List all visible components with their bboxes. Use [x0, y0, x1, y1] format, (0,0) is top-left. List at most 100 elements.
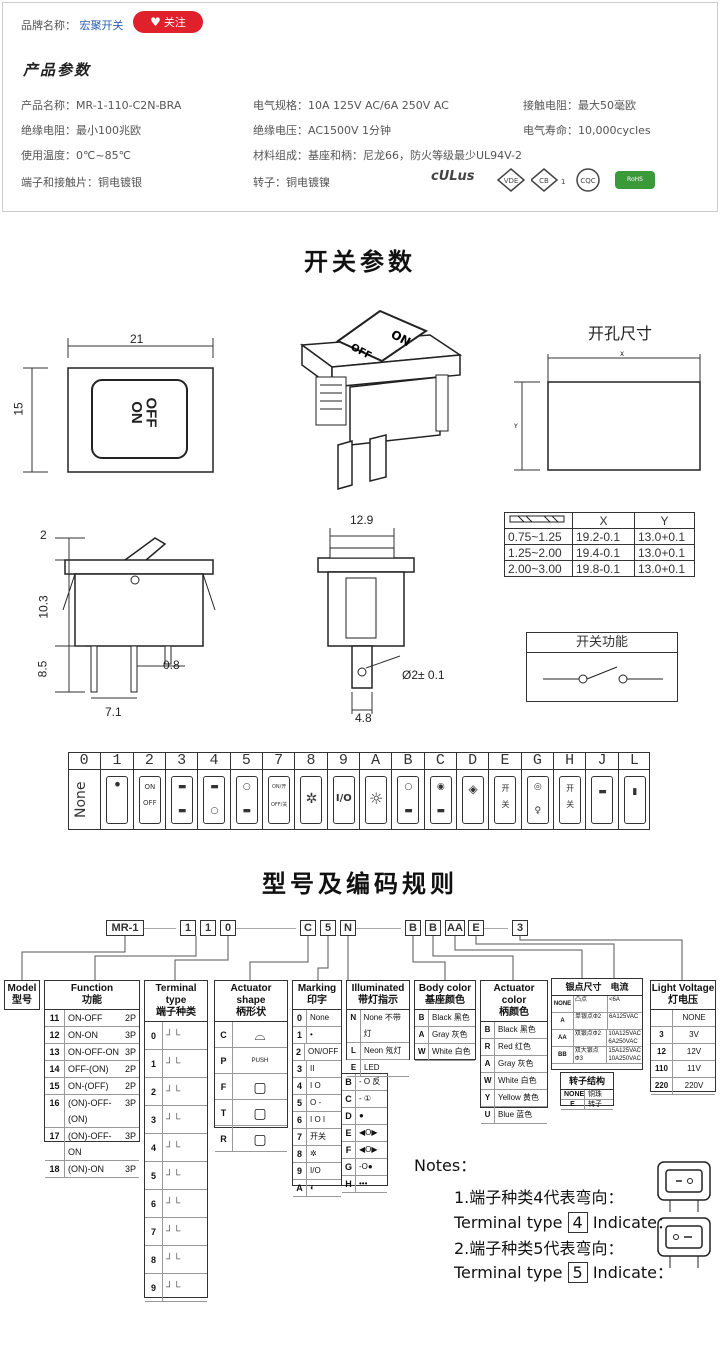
light-row: NONE: [651, 1010, 715, 1027]
marking-row: C- ①: [342, 1091, 387, 1108]
actuator-row: T▢: [215, 1100, 287, 1126]
dim-4-8: 4.8: [355, 711, 372, 725]
marking-symbol: I O: [310, 1081, 321, 1090]
marking-code-symbol: ◉ ▬: [429, 776, 452, 824]
contact-code: BB: [552, 1047, 574, 1063]
marking-code: A: [293, 1180, 307, 1196]
code-light-voltage: 3: [512, 920, 528, 936]
marking-code-cell: L▮: [617, 752, 650, 830]
marking-code-cell: 4▬ ○: [197, 752, 230, 830]
dim-21: 21: [130, 332, 144, 346]
panel-cutout-drawing: X Y: [513, 351, 701, 471]
actuator-color-row-name: Black 黑色: [498, 1025, 536, 1034]
terminal-diagram-icon: ┘└: [166, 1142, 181, 1153]
product-info-panel: 品牌名称： 宏聚开关 ♥关注 产品参数 产品名称：MR-1-110-C2N-BR…: [2, 2, 718, 212]
front-view-drawing: [23, 338, 214, 473]
code-series: MR-1: [106, 920, 144, 936]
code-body-color: B: [405, 920, 421, 936]
follow-button[interactable]: ♥关注: [133, 11, 203, 33]
function-h1: Function: [70, 983, 114, 994]
marking-symbol: •: [310, 1030, 313, 1039]
marking-code-head: 9: [327, 752, 359, 770]
spec-insulation-resistance: 绝缘电阻：最小100兆欧: [21, 124, 141, 137]
function-name: ON-(OFF): [68, 1081, 109, 1091]
follow-label: 关注: [163, 16, 186, 29]
contact-h1: 银点尺寸: [565, 982, 602, 992]
rotor-header: 转子结构: [561, 1073, 613, 1090]
note-2-code: 5: [567, 1262, 588, 1283]
vde-cert-icon: VDE: [496, 168, 526, 192]
function-code: 12: [45, 1027, 65, 1043]
marking-symbol: -O●: [359, 1162, 373, 1171]
actuator-color-row-name: Gray 灰色: [498, 1059, 534, 1068]
function-poles: 3P: [124, 1098, 136, 1108]
actuator-color-row-name: Yellow 黄色: [498, 1093, 540, 1102]
function-h2: 功能: [82, 995, 102, 1006]
function-poles: 3P: [124, 1164, 136, 1174]
dim-0-8: 0.8: [163, 658, 180, 672]
marking-row: D●: [342, 1108, 387, 1125]
marking-code-cell: A☼: [359, 752, 392, 830]
code-function-2: 1: [200, 920, 216, 936]
marking-code: B: [342, 1074, 356, 1090]
rohs-cert-icon: RoHS Compliant: [615, 171, 655, 201]
actuator-h2: 柄形状: [236, 1007, 266, 1018]
cb-cert-icon: CB10: [531, 168, 565, 192]
marking-code-symbol: 开 关: [559, 776, 582, 824]
actcolor-h2: 柄颜色: [499, 1007, 529, 1018]
cell: 1.25~2.00: [504, 544, 573, 561]
cell: 2.00~3.00: [504, 560, 573, 577]
marking-code: G: [342, 1159, 356, 1175]
note-1-tail: Indicate：: [592, 1213, 674, 1232]
function-code: 16: [45, 1095, 65, 1127]
terminal-code: 7: [145, 1218, 163, 1245]
function-poles: 2P: [124, 1064, 136, 1074]
cell: 13.0+0.1: [634, 560, 695, 577]
code-rotor: E: [468, 920, 484, 936]
brand-link[interactable]: 宏聚开关: [79, 19, 124, 32]
section-title: 产品参数: [23, 61, 92, 79]
spec-rating: 电气规格：10A 125V AC/6A 250V AC: [253, 99, 449, 112]
code-marking: 5: [320, 920, 336, 936]
marking-symbol: ●: [359, 1111, 364, 1120]
marking-code: 7: [293, 1129, 307, 1145]
function-code: 11: [45, 1010, 65, 1026]
panel-cutout-title: 开孔尺寸: [588, 326, 653, 343]
terminal-diagram-icon: ┘└: [166, 1030, 181, 1041]
actuator-shape-icon: ▢: [253, 1079, 267, 1095]
actuator-code: R: [215, 1126, 233, 1151]
terminal-row: 3┘└: [145, 1106, 207, 1134]
dim-7-1: 7.1: [105, 705, 122, 719]
note-1: 1.端子种类4代表弯向：: [454, 1188, 624, 1207]
code-contact: AA: [445, 920, 465, 936]
marking-code-cell: B○ ▬: [391, 752, 424, 830]
marking-code-symbol: 开 关: [494, 776, 517, 824]
marking-code-symbol: ▬ ▬: [171, 776, 194, 824]
switch-params-title: 开关参数: [304, 248, 416, 276]
marking-code: 6: [293, 1112, 307, 1128]
terminal-h2: 端子种类: [156, 1007, 196, 1018]
marking-symbol: I O I: [310, 1115, 326, 1124]
light-h1: Light Voltage: [651, 983, 715, 994]
spec-name: 产品名称：MR-1-110-C2N-BRA: [21, 99, 182, 112]
model-h2: 型号: [12, 995, 32, 1006]
terminal-diagram-icon: ┘└: [166, 1058, 181, 1069]
marking-code-symbol: ▬ ○: [203, 776, 226, 824]
note-1-en: Terminal type 4 Indicate：: [454, 1209, 673, 1233]
function-poles: 2P: [124, 1013, 136, 1023]
switch-function-title: 开关功能: [527, 633, 677, 653]
note-2: 2.端子种类5代表弯向：: [454, 1239, 624, 1258]
